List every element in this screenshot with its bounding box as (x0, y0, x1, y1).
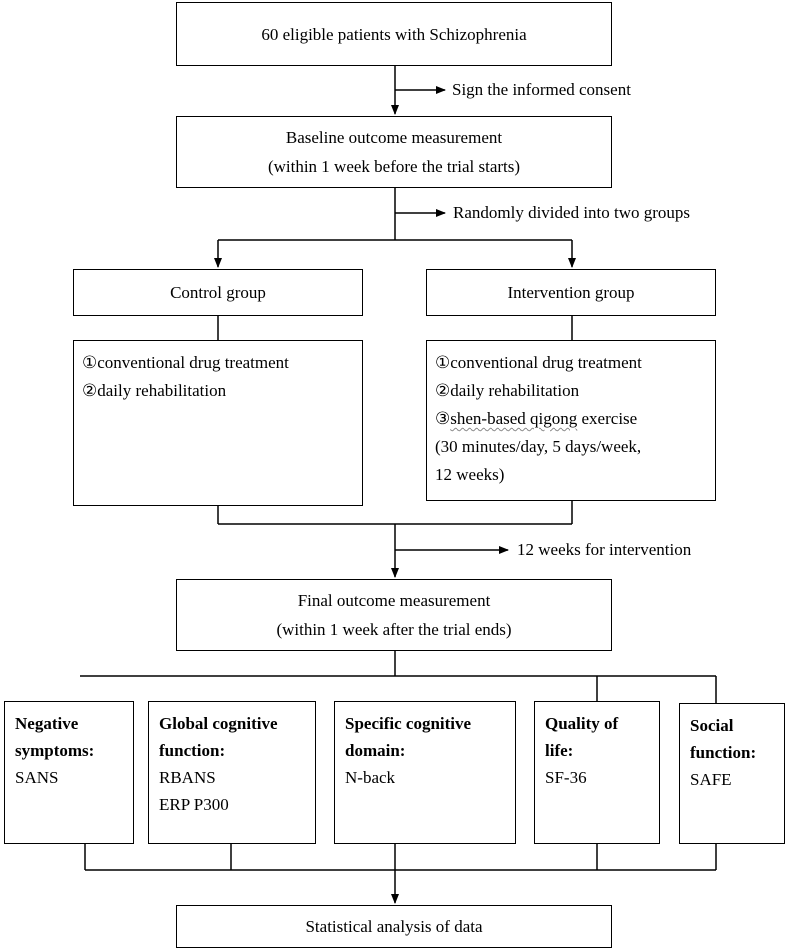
control-details-box: ①conventional drug treatment ②daily reha… (73, 340, 363, 506)
analysis-box: Statistical analysis of data (176, 905, 612, 948)
randomization-note: Randomly divided into two groups (453, 203, 691, 222)
intervention-item-2: ②daily rehabilitation (435, 381, 580, 400)
intervention-item-3: ③shen-based qigong exercise (435, 405, 715, 433)
intervention-item-1: ①conventional drug treatment (435, 353, 642, 372)
outcome-heading: Specific cognitive (345, 714, 472, 733)
final-line2: (within 1 week after the trial ends) (276, 620, 512, 639)
outcome-heading: function: (690, 743, 757, 762)
intervention-item-4: (30 minutes/day, 5 days/week, (435, 437, 642, 456)
outcome-heading: function: (159, 741, 226, 760)
outcome-measure: SAFE (690, 770, 732, 789)
baseline-line1: Baseline outcome measurement (285, 128, 503, 147)
outcome-heading: life: (545, 741, 574, 760)
outcome-heading: Social (690, 716, 734, 735)
baseline-line2: (within 1 week before the trial starts) (267, 157, 521, 176)
outcome-box-specific-cognitive: Specific cognitive domain: N-back (334, 701, 516, 844)
outcome-heading: Global cognitive (159, 714, 278, 733)
outcome-measure: RBANS (159, 768, 216, 787)
outcome-measure: SANS (15, 768, 59, 787)
outcome-heading: Negative (15, 714, 79, 733)
control-title: Control group (170, 283, 266, 302)
control-item-1: ①conventional drug treatment (82, 353, 289, 372)
outcome-measure: N-back (345, 768, 396, 787)
duration-note: 12 weeks for intervention (517, 540, 692, 559)
intervention-item-3-rest: exercise (577, 409, 638, 428)
consent-note: Sign the informed consent (452, 80, 631, 99)
outcome-measure: SF-36 (545, 768, 587, 787)
analysis-text: Statistical analysis of data (305, 917, 483, 936)
outcome-box-quality-of-life: Quality of life: SF-36 (534, 701, 660, 844)
control-item-2: ②daily rehabilitation (82, 381, 227, 400)
outcome-measure: ERP P300 (159, 795, 229, 814)
enrollment-box: 60 eligible patients with Schizophrenia (176, 2, 612, 66)
baseline-box: Baseline outcome measurement (within 1 w… (176, 116, 612, 188)
outcome-box-negative-symptoms: Negative symptoms: SANS (4, 701, 134, 844)
final-line1: Final outcome measurement (297, 591, 491, 610)
final-box: Final outcome measurement (within 1 week… (176, 579, 612, 651)
control-title-box: Control group (73, 269, 363, 316)
intervention-item-3-number: ③ (435, 409, 451, 428)
intervention-title-box: Intervention group (426, 269, 716, 316)
outcome-heading: domain: (345, 741, 406, 760)
outcome-heading: symptoms: (15, 741, 95, 760)
intervention-item-5: 12 weeks) (435, 465, 505, 484)
outcome-box-social-function: Social function: SAFE (679, 703, 785, 844)
outcome-heading: Quality of (545, 714, 619, 733)
outcome-box-global-cognitive: Global cognitive function: RBANS ERP P30… (148, 701, 316, 844)
intervention-item-3-underlined: shen-based qigong (450, 409, 578, 428)
intervention-details-box: ①conventional drug treatment ②daily reha… (426, 340, 716, 501)
enrollment-text: 60 eligible patients with Schizophrenia (261, 24, 527, 44)
intervention-title: Intervention group (507, 283, 635, 302)
